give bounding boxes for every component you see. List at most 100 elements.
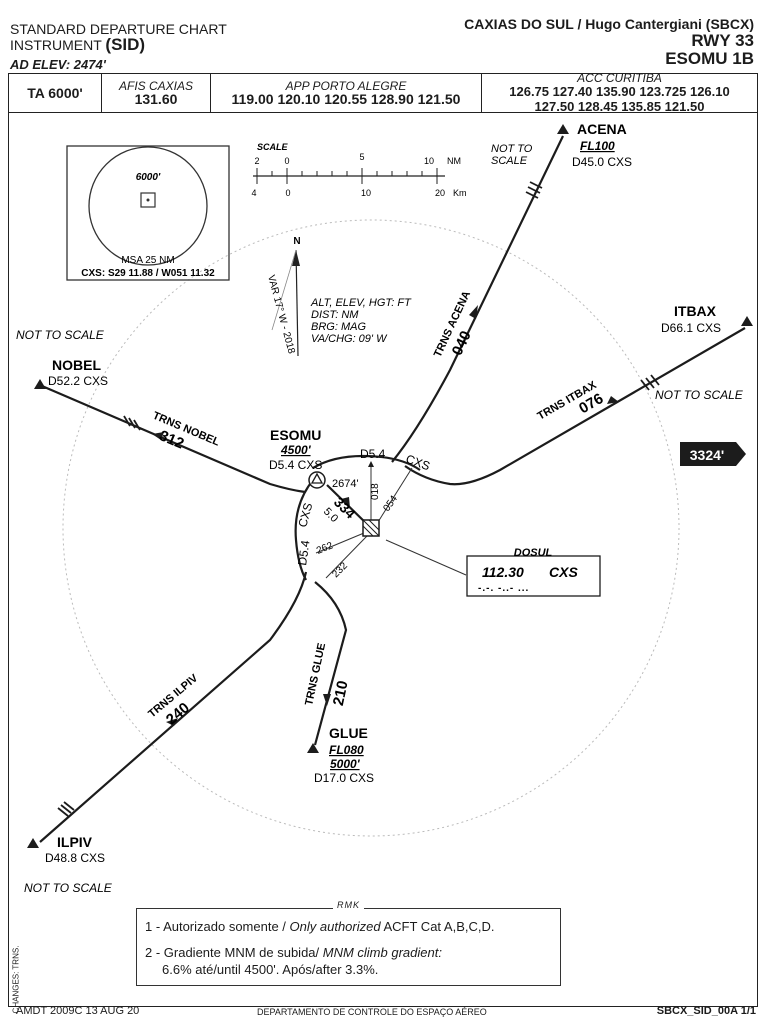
- header-right: CAXIAS DO SUL / Hugo Cantergiani (SBCX) …: [464, 16, 754, 68]
- radial-262-line: [315, 532, 365, 554]
- scale-km-20: 20: [435, 188, 445, 198]
- nts-acena-1: NOT TO: [491, 143, 533, 155]
- arc-cxs-top: CXS: [404, 452, 432, 474]
- not-to-scale-labels: NOT TO SCALE NOT TO SCALE NOT TO SCALE N…: [16, 143, 744, 895]
- scale-km-unit: Km: [453, 188, 467, 198]
- remark-1-suffix: ACFT Cat A,B,C,D.: [380, 919, 495, 934]
- department: DEPARTAMENTO DE CONTROLE DO ESPAÇO AÉREO: [257, 1007, 487, 1017]
- arrow-ilpiv-icon: [166, 718, 178, 726]
- nts-acena-2: SCALE: [491, 155, 528, 167]
- scale-km-4: 4: [251, 188, 256, 198]
- msa-circle: [88, 146, 208, 266]
- scale-nm-0: 0: [284, 156, 289, 166]
- airport-name: CAXIAS DO SUL / Hugo Cantergiani (SBCX): [464, 16, 754, 32]
- wp-nobel: NOBEL D52.2 CXS: [48, 357, 108, 388]
- navaid-frequency: 112.30: [482, 564, 524, 580]
- radial-262-label: 262: [315, 540, 335, 557]
- peak-3324: 3324': [680, 442, 746, 466]
- procedure-name: ESOMU 1B: [665, 49, 754, 68]
- navaid-morse: -.-. -..- ...: [478, 583, 529, 594]
- ilpiv-dist: D48.8 CXS: [45, 851, 105, 865]
- nts-nobel: NOT TO SCALE: [16, 328, 105, 342]
- course-arrows: [152, 305, 619, 726]
- fix-itbax-icon: [741, 316, 753, 326]
- legend-var: VA/CHG: 09' W: [311, 333, 388, 345]
- transition-altitude-cell: TA 6000': [9, 74, 102, 112]
- nobel-name: NOBEL: [52, 357, 101, 373]
- app-label: APP PORTO ALEGRE: [285, 78, 407, 93]
- afis-cell: AFIS CAXIAS 131.60: [102, 74, 211, 112]
- wp-ilpiv: ILPIV D48.8 CXS: [45, 834, 105, 865]
- dme-arc-top: [312, 454, 421, 471]
- units-legend: ALT, ELEV, HGT: FT DIST: NM BRG: MAG VA/…: [310, 297, 412, 345]
- route-acena: [391, 135, 564, 463]
- sid-label: (SID): [105, 35, 146, 54]
- esomu-fix-icon: [308, 471, 326, 489]
- arrow-acena-icon: [469, 305, 478, 319]
- wp-itbax: ITBAX D66.1 CXS: [661, 303, 721, 335]
- chart-type-title: STANDARD DEPARTURE CHART INSTRUMENT (SID…: [10, 21, 227, 54]
- esomu-dist: D5.4 CXS: [269, 458, 322, 472]
- nts-itbax: NOT TO SCALE: [655, 388, 744, 402]
- north-label: N: [293, 236, 300, 247]
- wp-glue: GLUE FL080 5000' D17.0 CXS: [314, 725, 374, 785]
- remark-1-italic: Only authorized: [289, 919, 381, 934]
- radial-232-line: [325, 535, 368, 579]
- app-frequencies: 119.00 120.10 120.55 128.90 121.50: [231, 90, 461, 107]
- transition-altitude: TA 6000': [27, 84, 83, 101]
- route-glue: [313, 581, 348, 746]
- range-circle: [62, 219, 680, 837]
- remark-2-italic: MNM climb gradient:: [322, 945, 442, 960]
- peak-2674-label: 2674': [332, 478, 359, 490]
- route-nobel: [41, 384, 306, 494]
- fix-ilpiv-icon: [27, 838, 39, 848]
- wp-acena: ACENA FL100 D45.0 CXS: [572, 121, 632, 169]
- afis-frequency: 131.60: [134, 90, 178, 107]
- legend-brg: BRG: MAG: [311, 321, 366, 333]
- runway-label: RWY 33: [691, 31, 754, 50]
- chart-code: SBCX_SID_00A 1/1: [656, 1005, 756, 1017]
- scale-nm-5: 5: [359, 152, 364, 162]
- break-marks: [57, 181, 660, 817]
- acc-frequencies-1: 126.75 127.40 135.90 123.725 126.10: [509, 84, 730, 99]
- legend-dist: DIST: NM: [311, 309, 359, 321]
- dme-arc-left: [294, 479, 314, 581]
- remarks-box: RMK 1 - Autorizado somente / Only author…: [136, 900, 561, 986]
- legend-alt: ALT, ELEV, HGT: FT: [310, 297, 412, 309]
- arrow-runway-icon: [341, 497, 350, 508]
- esomu-name: ESOMU: [270, 427, 321, 443]
- radial-018-label: 018: [370, 483, 381, 500]
- navaid-ident: CXS: [549, 564, 578, 580]
- itbax-name: ITBAX: [674, 303, 717, 319]
- aerodrome-elevation: AD ELEV: 2474': [10, 57, 106, 72]
- arc-cxs-left: CXS: [295, 501, 315, 528]
- afis-label: AFIS CAXIAS: [118, 78, 194, 93]
- chart-type-line1: STANDARD DEPARTURE CHART: [10, 21, 227, 37]
- glue-name: GLUE: [329, 725, 368, 741]
- radial-054-label: 054: [381, 493, 400, 513]
- vor-symbol-icon: [140, 192, 156, 208]
- radial-054-line: [377, 467, 413, 523]
- navaid-leader-line: [385, 539, 467, 576]
- chart-frame: [8, 111, 758, 1007]
- north-arrow: N VAR 17° W - 2018: [265, 236, 301, 357]
- scale-title: SCALE: [257, 142, 288, 152]
- transition-labels: TRNS ACENA 040 TRNS ITBAX 076 TRNS NOBEL…: [146, 289, 606, 728]
- remark-2-line2: 6.6% até/until 4500'. Após/after 3.3%.: [162, 962, 379, 977]
- arc-dme-left: D5.4: [295, 539, 312, 566]
- arrow-glue-icon: [323, 694, 331, 706]
- route-ilpiv: [39, 571, 308, 843]
- navaid-box: DOSUL 112.30 CXS -.-. -..- ...: [466, 547, 601, 597]
- navaid-name: DOSUL: [514, 547, 553, 559]
- vor-dme-icon: [362, 519, 380, 537]
- arrow-nobel-icon: [152, 432, 164, 440]
- scale-nm-unit: NM: [447, 156, 461, 166]
- changes-note: CHANGES: TRNS.: [11, 945, 21, 1014]
- acena-fl: FL100: [580, 139, 615, 153]
- acc-frequencies-2: 127.50 128.45 135.85 121.50: [534, 99, 705, 114]
- app-cell: APP PORTO ALEGRE 119.00 120.10 120.55 12…: [211, 74, 482, 112]
- scale-nm-2: 2: [254, 156, 259, 166]
- instrument-label: INSTRUMENT: [10, 37, 102, 53]
- fix-acena-icon: [557, 124, 569, 134]
